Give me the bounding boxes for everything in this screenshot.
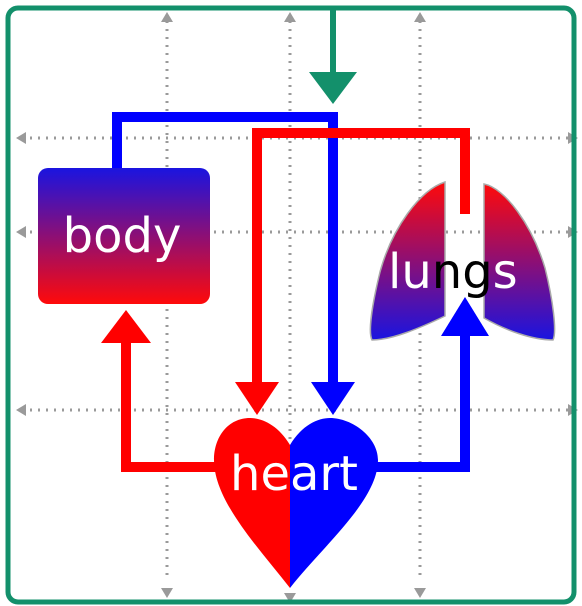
arrowhead-into-heart-right (311, 382, 355, 415)
heart-label: heart (230, 446, 358, 502)
arrowhead-into-lungs (441, 297, 489, 336)
lungs-label: lungs (388, 244, 518, 300)
lungs-label-part-1: lu (388, 244, 432, 300)
body-label: body (63, 208, 182, 264)
lungs-label-part-2: ng (432, 244, 493, 300)
arrowhead-into-heart-left (235, 382, 279, 415)
heart-icon (214, 418, 378, 588)
path-heart-to-lungs (365, 334, 465, 467)
lungs-label-part-3: s (493, 244, 518, 300)
arrowhead-into-body (101, 310, 151, 343)
frame-inflow-arrowhead (309, 72, 357, 104)
path-heart-to-body (126, 342, 230, 467)
